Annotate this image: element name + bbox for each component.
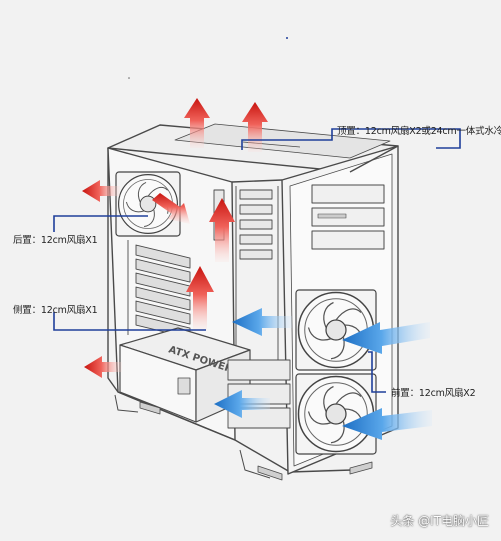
expansion-slots <box>127 240 191 339</box>
front-intake-arrow-lower <box>342 408 432 440</box>
optical-drive-bay-2 <box>311 207 385 227</box>
front-intake-arrow-upper <box>342 322 430 354</box>
label-side-fan: 侧置：12cm风扇X1 <box>13 305 98 316</box>
callout-line-rear <box>53 215 148 232</box>
front-fan-lower <box>295 373 377 455</box>
internal-up-arrow-2 <box>209 198 235 262</box>
rear-fan <box>115 171 181 237</box>
watermark: 头条 @IT电脑小匠 <box>390 514 489 528</box>
callout-lines <box>53 128 461 393</box>
label-front-fan: 前置：12cm风扇X2 <box>391 388 476 399</box>
top-exhaust-arrow-left <box>184 98 210 148</box>
rear-exhaust-arrow <box>82 180 120 202</box>
callout-line-front <box>368 351 386 393</box>
callout-line-top <box>241 128 461 150</box>
callout-line-side <box>53 312 206 331</box>
internal-diagonal-arrow <box>152 193 190 224</box>
label-top-fan: 顶置：12cm风扇X2或24cm一体式水冷 <box>337 126 501 137</box>
label-rear-fan: 后置：12cm风扇X1 <box>13 235 98 246</box>
optical-drive-bay-1 <box>311 184 385 204</box>
internal-up-arrow-1 <box>186 266 214 330</box>
internal-intake-arrow-upper <box>232 308 292 336</box>
internal-intake-arrow-lower <box>214 390 270 418</box>
intake-arrows <box>214 308 432 440</box>
bottom-exhaust-arrow <box>84 356 122 378</box>
